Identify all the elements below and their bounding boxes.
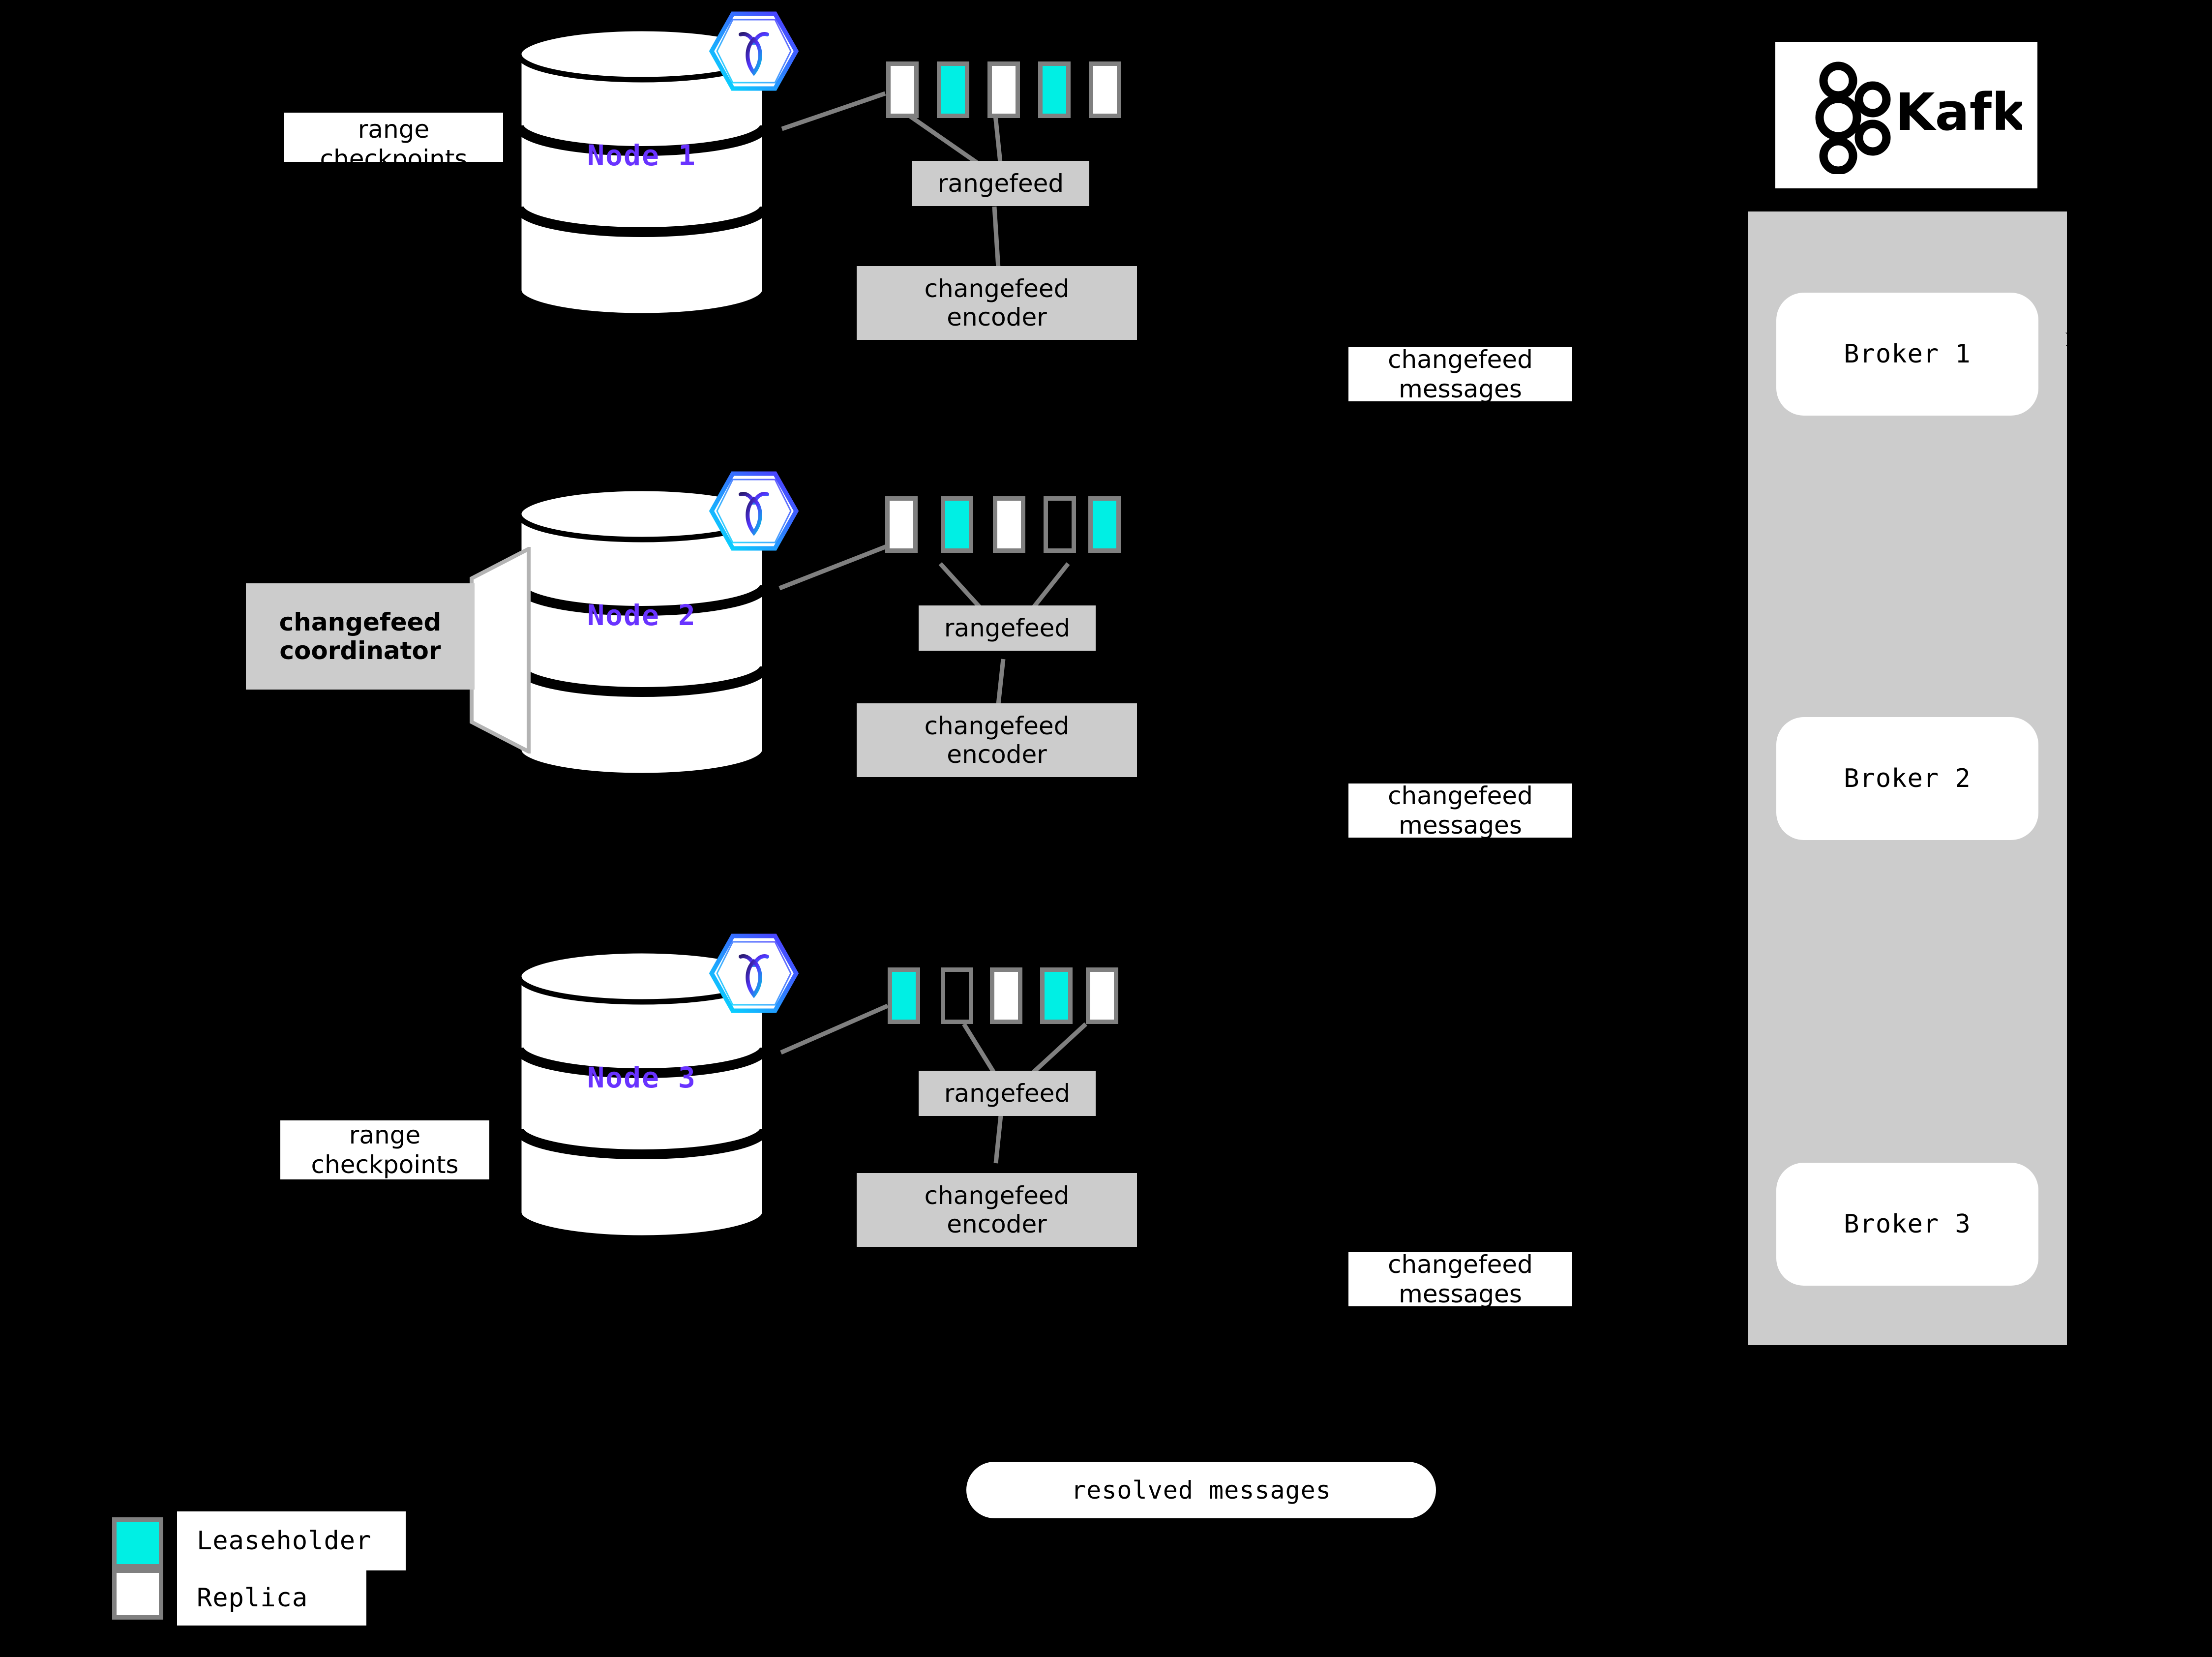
replica-box[interactable] bbox=[993, 496, 1025, 553]
replica-box[interactable] bbox=[987, 61, 1020, 118]
replica-box[interactable] bbox=[886, 61, 919, 118]
broker-box-2[interactable]: Broker 2 bbox=[1776, 717, 2038, 840]
leaseholder-box[interactable] bbox=[1088, 496, 1121, 553]
legend-label-replica: Replica bbox=[177, 1570, 366, 1626]
leaseholder-box[interactable] bbox=[1040, 967, 1073, 1024]
cockroachdb-hexagon-icon bbox=[707, 9, 801, 93]
replica-box[interactable] bbox=[885, 496, 918, 553]
replica-box[interactable] bbox=[990, 967, 1022, 1024]
changefeed-messages-label-node2: changefeed messages bbox=[1348, 782, 1572, 840]
legend-swatch-leaseholder bbox=[112, 1517, 163, 1568]
kafka-logo-box: Kafka bbox=[1775, 42, 2037, 188]
legend-label-leaseholder: Leaseholder bbox=[177, 1511, 406, 1570]
changefeed-messages-label-node3: changefeed messages bbox=[1348, 1250, 1572, 1308]
changefeed-coordinator-box[interactable]: changefeed coordinator bbox=[246, 583, 475, 690]
rangefeed-box-node3[interactable]: rangefeed bbox=[919, 1071, 1096, 1116]
range-checkpoints-label-node1: range checkpoints bbox=[284, 113, 503, 173]
kafka-wordmark: Kafka bbox=[1895, 82, 2022, 142]
changefeed-messages-label-node1: changefeed messages bbox=[1348, 345, 1572, 403]
replica-box-empty[interactable] bbox=[941, 967, 973, 1024]
changefeed-encoder-box-node1[interactable]: changefeed encoder bbox=[857, 266, 1137, 340]
rangefeed-box-node1[interactable]: rangefeed bbox=[912, 161, 1089, 206]
changefeed-encoder-box-node3[interactable]: changefeed encoder bbox=[857, 1173, 1137, 1247]
rangefeed-box-node2[interactable]: rangefeed bbox=[919, 605, 1096, 651]
leaseholder-box[interactable] bbox=[937, 61, 969, 118]
range-checkpoints-label-node3: range checkpoints bbox=[280, 1120, 489, 1179]
replica-box[interactable] bbox=[1089, 61, 1121, 118]
cockroachdb-hexagon-icon bbox=[707, 931, 801, 1016]
resolved-messages-pill: resolved messages bbox=[966, 1462, 1436, 1518]
broker-box-1[interactable]: Broker 1 bbox=[1776, 293, 2038, 416]
coordinator-banner-wedge bbox=[470, 547, 534, 753]
node-cylinder-node3: Node 3 bbox=[514, 947, 770, 1242]
leaseholder-box[interactable] bbox=[941, 496, 973, 553]
legend-swatch-replica bbox=[112, 1568, 163, 1620]
kafka-logo-icon: Kafka bbox=[1815, 61, 2022, 174]
broker-box-3[interactable]: Broker 3 bbox=[1776, 1163, 2038, 1286]
replica-box-empty[interactable] bbox=[1044, 496, 1076, 553]
cockroachdb-hexagon-icon bbox=[707, 469, 801, 553]
replica-box[interactable] bbox=[1086, 967, 1118, 1024]
changefeed-encoder-box-node2[interactable]: changefeed encoder bbox=[857, 703, 1137, 777]
kafka-inbound-arrowhead bbox=[2065, 332, 2095, 346]
leaseholder-box[interactable] bbox=[888, 967, 920, 1024]
leaseholder-box[interactable] bbox=[1038, 61, 1071, 118]
